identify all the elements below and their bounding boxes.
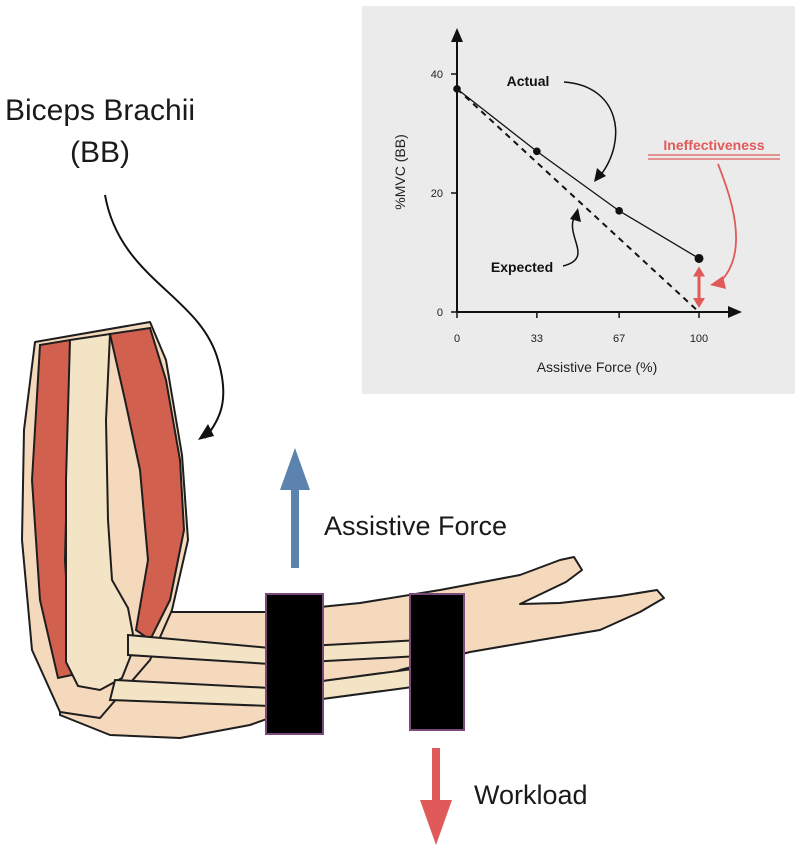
series-line-actual [456,88,700,260]
data-point-actual [694,253,704,263]
x-tick-label: 100 [690,333,708,345]
muscle-abbr-label: (BB) [70,136,130,169]
x-axis-label: Assistive Force (%) [537,359,658,375]
ineffectiveness-pointer [717,163,737,283]
x-tick-label: 33 [531,333,543,345]
y-axis-arrowhead [451,28,463,42]
assistive-force-arrow [280,448,310,568]
arm-illustration [21,321,665,739]
ineffectiveness-pointer-arrowhead [710,276,726,289]
expected-pointer-arrowhead [570,208,581,222]
chart-panel: 0 33 67 100 0 20 40 Assistive Force (%) %MVC … [362,6,795,394]
data-point-actual [533,147,541,156]
x-tick-label: 67 [613,333,625,345]
actual-annotation: Actual [507,73,550,89]
y-tick-group: 0 20 40 [431,69,457,319]
chart-background [362,6,795,394]
biceps-muscle [108,326,186,642]
workload-arrow [420,748,452,845]
gap-arrowhead-down [693,298,705,308]
muscle-name-label: Biceps Brachii [5,94,195,127]
y-tick-label: 20 [431,188,443,200]
expected-annotation: Expected [491,259,553,275]
y-tick-label: 40 [431,69,443,81]
workload-label: Workload [474,780,588,810]
humerus-bone [65,332,137,692]
y-axis-label: %MVC (BB) [392,134,408,209]
x-axis-arrowhead [728,306,742,318]
expected-pointer [562,213,579,267]
muscle-pointer-line [104,194,225,439]
data-point-actual [615,207,623,215]
actual-pointer [563,81,617,177]
x-tick-group: 0 33 67 100 [454,312,708,345]
actual-pointer-arrowhead [594,168,606,182]
series-layer [453,85,704,313]
ineffectiveness-annotation: Ineffectiveness [663,137,764,153]
x-tick-label: 0 [454,333,460,345]
gap-arrowhead-up [693,266,705,277]
arm-band-wrist [409,593,465,731]
y-tick-label: 0 [437,307,443,319]
muscle-pointer-arrowhead [198,424,214,440]
ineffectiveness-gap-arrow [693,266,705,308]
arm-band-upper [265,593,324,735]
assistive-force-label: Assistive Force [324,511,507,541]
